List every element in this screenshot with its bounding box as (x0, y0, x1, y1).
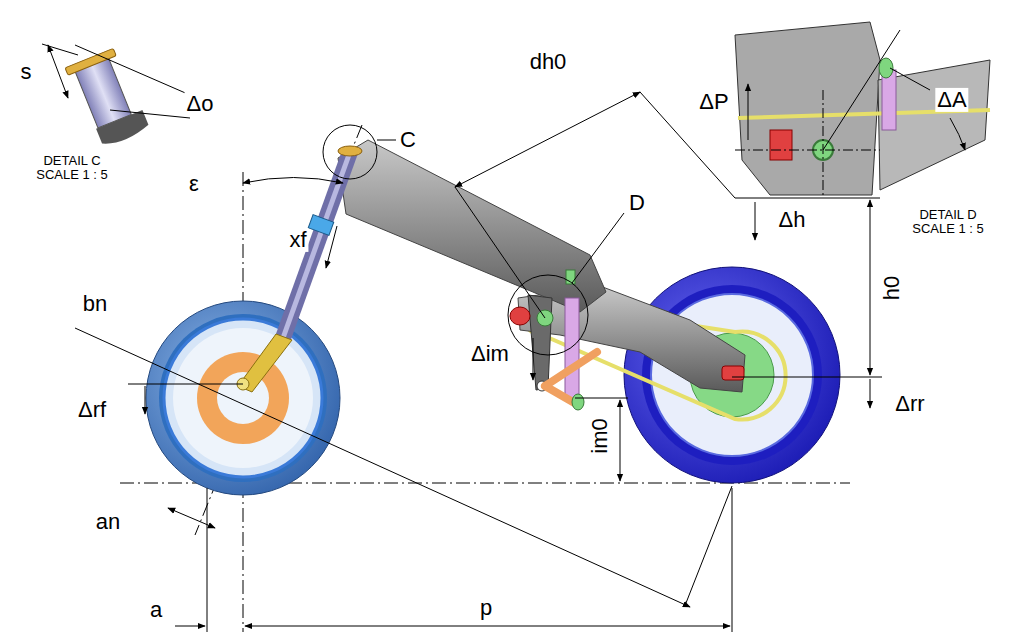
swingarm (722, 366, 744, 380)
detail-callouts (323, 125, 624, 355)
detail-d-view (823, 30, 900, 150)
detail-callouts (323, 125, 377, 179)
main-frame (338, 140, 606, 312)
detail-caption: DETAIL C SCALE 1 : 5 (22, 154, 122, 183)
dimension-lines (168, 508, 215, 528)
front-wheel (159, 314, 327, 482)
rear-wheel (624, 267, 840, 483)
dimension-label: Δrr (893, 392, 926, 416)
front-wheel (146, 301, 340, 495)
detail-d-view (823, 90, 824, 195)
linkage (545, 352, 597, 386)
dimension-label: D (627, 191, 647, 215)
detail-d-view (882, 70, 896, 130)
detail-d-view (735, 150, 880, 151)
front-fork (238, 334, 292, 392)
detail-c-view (110, 110, 190, 118)
dimension-lines (533, 338, 534, 380)
linkage (565, 298, 579, 398)
detail-caption: DETAIL D SCALE 1 : 5 (898, 208, 998, 237)
dimension-label: ΔP (697, 90, 730, 114)
dimension-lines (870, 200, 871, 375)
dimension-lines (575, 398, 628, 399)
dimension-lines (732, 377, 882, 378)
detail-c-view (65, 47, 150, 150)
dimension-label: Δim (469, 342, 511, 366)
dimension-label: h0 (880, 274, 904, 302)
detail-d-view (735, 22, 990, 195)
dimension-label: Δh (777, 208, 808, 232)
main-frame (528, 295, 552, 390)
dimension-lines (207, 488, 208, 632)
dimension-label: im0 (588, 416, 612, 455)
dimension-label: C (398, 128, 418, 152)
detail-d-view (878, 60, 990, 190)
detail-callouts (572, 213, 624, 283)
front-wheel (146, 301, 340, 495)
front-wheel (173, 328, 313, 468)
detail-c-view (96, 110, 150, 148)
dimension-label: p (478, 596, 494, 620)
detail-c-view (42, 44, 190, 150)
linkage (510, 270, 597, 410)
detail-d-view (950, 118, 965, 150)
dimension-label: bn (81, 292, 109, 316)
front-fork (237, 146, 362, 392)
dimension-lines (128, 384, 243, 385)
swingarm (518, 286, 745, 392)
dimension-lines (455, 187, 545, 318)
dimension-lines (245, 626, 730, 627)
front-wheel (164, 319, 322, 477)
dimension-label: Δo (185, 92, 216, 116)
detail-d-view (735, 30, 965, 195)
detail-callouts (377, 140, 396, 141)
dimension-lines (732, 488, 733, 632)
dimension-label: s (19, 60, 34, 84)
dimension-lines (326, 226, 337, 268)
dimension-lines (735, 198, 880, 199)
detail-c-view (42, 44, 190, 118)
dimension-lines (243, 178, 343, 184)
dimension-lines (455, 92, 640, 187)
dimension-lines (620, 400, 621, 481)
dimension-label: xf (287, 228, 308, 252)
dimension-label: dh0 (528, 50, 569, 74)
linkage (510, 307, 530, 325)
front-fork (283, 152, 350, 338)
detail-callouts (508, 275, 588, 355)
dimension-label: ΔA (935, 88, 968, 112)
front-fork (338, 146, 362, 156)
dimension-lines (870, 379, 871, 408)
dimension-lines (755, 202, 756, 240)
detail-c-view (65, 48, 116, 75)
detail-c-view (75, 45, 190, 95)
dimension-label: a (148, 598, 164, 622)
front-fork (308, 215, 333, 236)
linkage (572, 394, 584, 410)
dimension-lines (686, 486, 732, 603)
dimension-label: Δrf (76, 398, 108, 422)
swingarm (518, 286, 745, 392)
rear-wheel (624, 267, 840, 483)
detail-c-view (48, 45, 68, 98)
front-fork (283, 152, 350, 338)
front-wheel (197, 352, 289, 444)
dimension-label: ε (187, 172, 201, 196)
dimension-label: an (94, 510, 122, 534)
detail-d-view (748, 84, 749, 140)
detail-d-view (890, 68, 930, 90)
dimension-lines (75, 328, 690, 607)
detail-d-view (735, 22, 880, 195)
dimension-lines (145, 386, 146, 414)
detail-d-view (770, 130, 792, 160)
centre-lines (120, 125, 850, 632)
dimension-lines (175, 626, 205, 627)
detail-c-view (42, 44, 78, 55)
